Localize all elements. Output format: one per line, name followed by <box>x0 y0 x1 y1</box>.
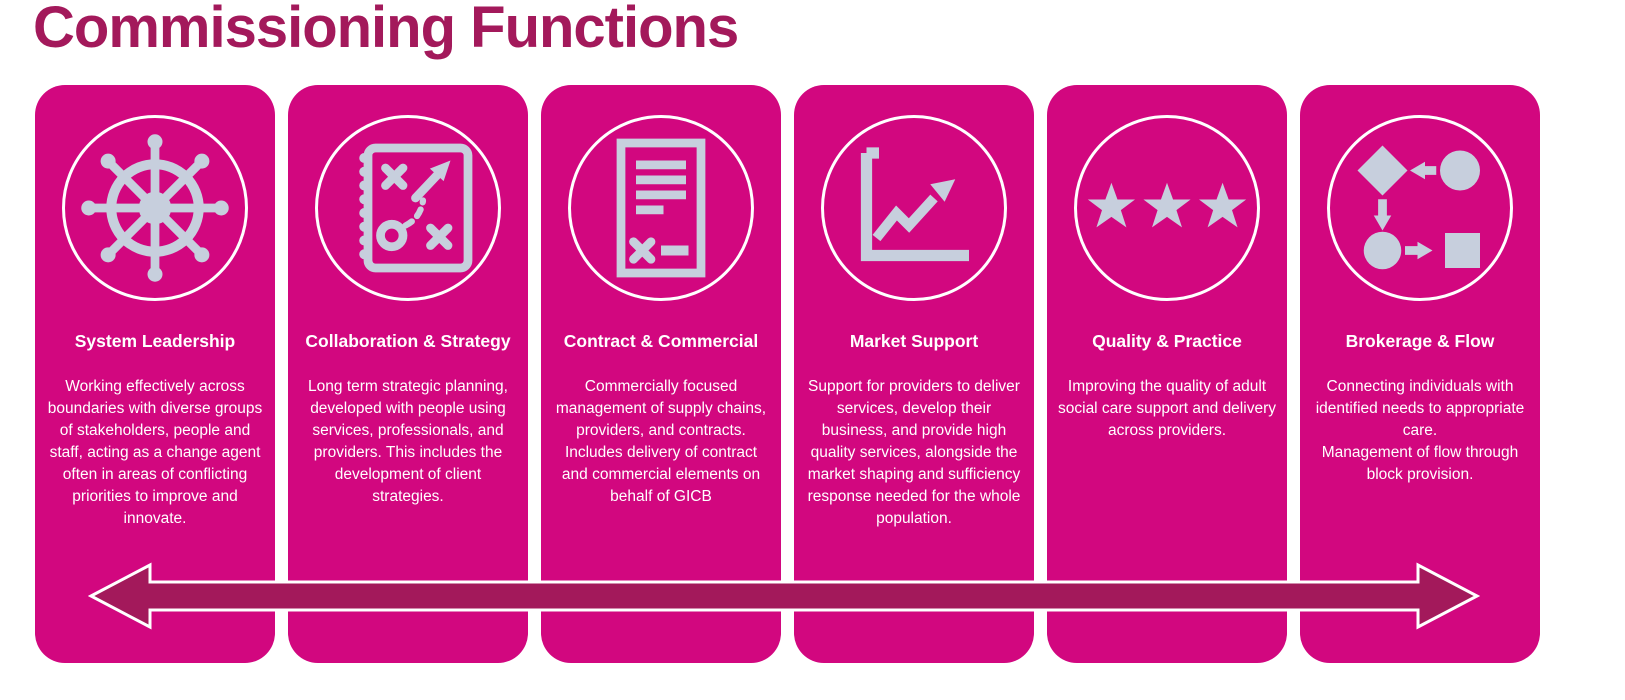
card-description: Connecting individuals with identified n… <box>1315 378 1525 483</box>
card-market-support: Market Support Support for providers to … <box>794 85 1034 663</box>
icon-circle <box>1074 115 1260 301</box>
icon-circle <box>315 115 501 301</box>
icon-circle <box>821 115 1007 301</box>
card-system-leadership: System Leadership Working effectively ac… <box>35 85 275 663</box>
card-description: Commercially focused management of suppl… <box>555 378 767 505</box>
card-title: Market Support <box>849 331 979 351</box>
card-title: Brokerage & Flow <box>1345 331 1495 351</box>
contract-document-icon <box>616 138 706 278</box>
card-title: Contract & Commercial <box>563 331 759 351</box>
card-collaboration-strategy: Collaboration & Strategy Long term strat… <box>288 85 528 663</box>
card-description: Improving the quality of adult social ca… <box>1058 378 1276 439</box>
ship-wheel-icon <box>81 134 229 282</box>
card-quality-practice: Quality & Practice Improving the quality… <box>1047 85 1287 663</box>
growth-chart-icon <box>860 147 969 262</box>
icon-circle <box>62 115 248 301</box>
double-arrow-icon <box>88 562 1480 630</box>
flow-arrow <box>88 562 1480 630</box>
three-stars-icon <box>1087 182 1247 228</box>
page-title: Commissioning Functions <box>33 0 739 60</box>
card-description: Support for providers to deliver service… <box>807 378 1021 527</box>
icon-circle <box>568 115 754 301</box>
card-description: Working effectively across boundaries wi… <box>47 378 263 527</box>
card-title: Collaboration & Strategy <box>305 331 511 351</box>
card-title: Quality & Practice <box>1092 331 1242 351</box>
card-contract-commercial: Contract & Commercial Commercially focus… <box>541 85 781 663</box>
card-title: System Leadership <box>74 331 236 351</box>
cards-row: System Leadership Working effectively ac… <box>35 85 1540 663</box>
icon-circle <box>1327 115 1513 301</box>
flowchart-icon <box>1357 145 1480 270</box>
card-description: Long term strategic planning, developed … <box>308 378 508 505</box>
strategy-plan-icon <box>359 143 473 273</box>
